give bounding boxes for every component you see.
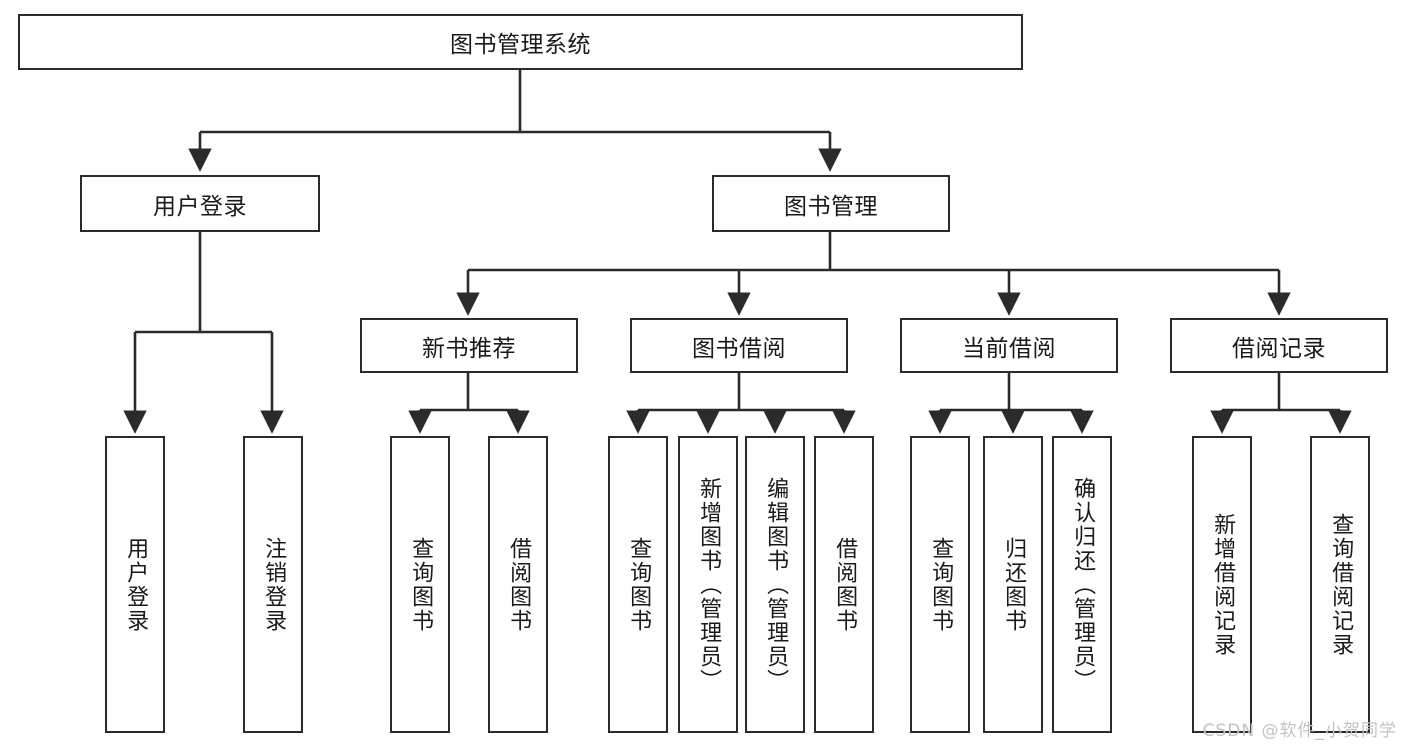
node-leaf-add-record-label: 新增借阅记录: [1210, 512, 1236, 657]
node-leaf-borrow-book-2[interactable]: 借阅图书: [814, 436, 874, 733]
node-book-manage[interactable]: 图书管理: [712, 175, 950, 232]
node-leaf-query-book-3[interactable]: 查询图书: [910, 436, 970, 733]
node-root[interactable]: 图书管理系统: [18, 14, 1023, 70]
node-book-borrow[interactable]: 图书借阅: [630, 318, 848, 373]
node-leaf-edit-book[interactable]: 编辑图书（管理员）: [745, 436, 805, 733]
node-borrow-record-label: 借阅记录: [1232, 335, 1326, 362]
node-new-book-recommend[interactable]: 新书推荐: [360, 318, 578, 373]
node-leaf-add-book-label: 新增图书（管理员）: [696, 476, 722, 693]
node-leaf-query-book-2[interactable]: 查询图书: [608, 436, 668, 733]
node-leaf-confirm-return-label: 确认归还（管理员）: [1070, 476, 1096, 693]
node-user-login-label: 用户登录: [153, 193, 247, 220]
node-book-manage-label: 图书管理: [784, 193, 878, 220]
node-leaf-query-book-1-label: 查询图书: [408, 536, 434, 633]
node-current-borrow-label: 当前借阅: [962, 335, 1056, 362]
watermark-text: CSDN @软件_小贺同学: [1202, 721, 1397, 741]
node-leaf-user-login[interactable]: 用户登录: [105, 436, 165, 733]
node-leaf-borrow-book-2-label: 借阅图书: [832, 536, 858, 633]
node-leaf-user-logout[interactable]: 注销登录: [243, 436, 303, 733]
node-leaf-query-record-label: 查询借阅记录: [1328, 512, 1354, 657]
node-leaf-user-logout-label: 注销登录: [261, 536, 287, 633]
node-book-borrow-label: 图书借阅: [692, 335, 786, 362]
node-leaf-query-book-3-label: 查询图书: [928, 536, 954, 633]
node-leaf-edit-book-label: 编辑图书（管理员）: [763, 476, 789, 693]
node-user-login[interactable]: 用户登录: [80, 175, 320, 232]
node-leaf-query-record[interactable]: 查询借阅记录: [1310, 436, 1370, 733]
node-current-borrow[interactable]: 当前借阅: [900, 318, 1118, 373]
node-leaf-borrow-book-1-label: 借阅图书: [506, 536, 532, 633]
node-leaf-add-book[interactable]: 新增图书（管理员）: [678, 436, 738, 733]
node-leaf-return-book[interactable]: 归还图书: [983, 436, 1043, 733]
node-leaf-query-book-2-label: 查询图书: [626, 536, 652, 633]
node-leaf-borrow-book-1[interactable]: 借阅图书: [488, 436, 548, 733]
node-leaf-add-record[interactable]: 新增借阅记录: [1192, 436, 1252, 733]
node-leaf-confirm-return[interactable]: 确认归还（管理员）: [1052, 436, 1112, 733]
node-new-book-recommend-label: 新书推荐: [422, 335, 516, 362]
node-leaf-user-login-label: 用户登录: [123, 536, 149, 633]
node-root-label: 图书管理系统: [450, 32, 591, 58]
node-leaf-return-book-label: 归还图书: [1001, 536, 1027, 633]
node-borrow-record[interactable]: 借阅记录: [1170, 318, 1388, 373]
node-leaf-query-book-1[interactable]: 查询图书: [390, 436, 450, 733]
